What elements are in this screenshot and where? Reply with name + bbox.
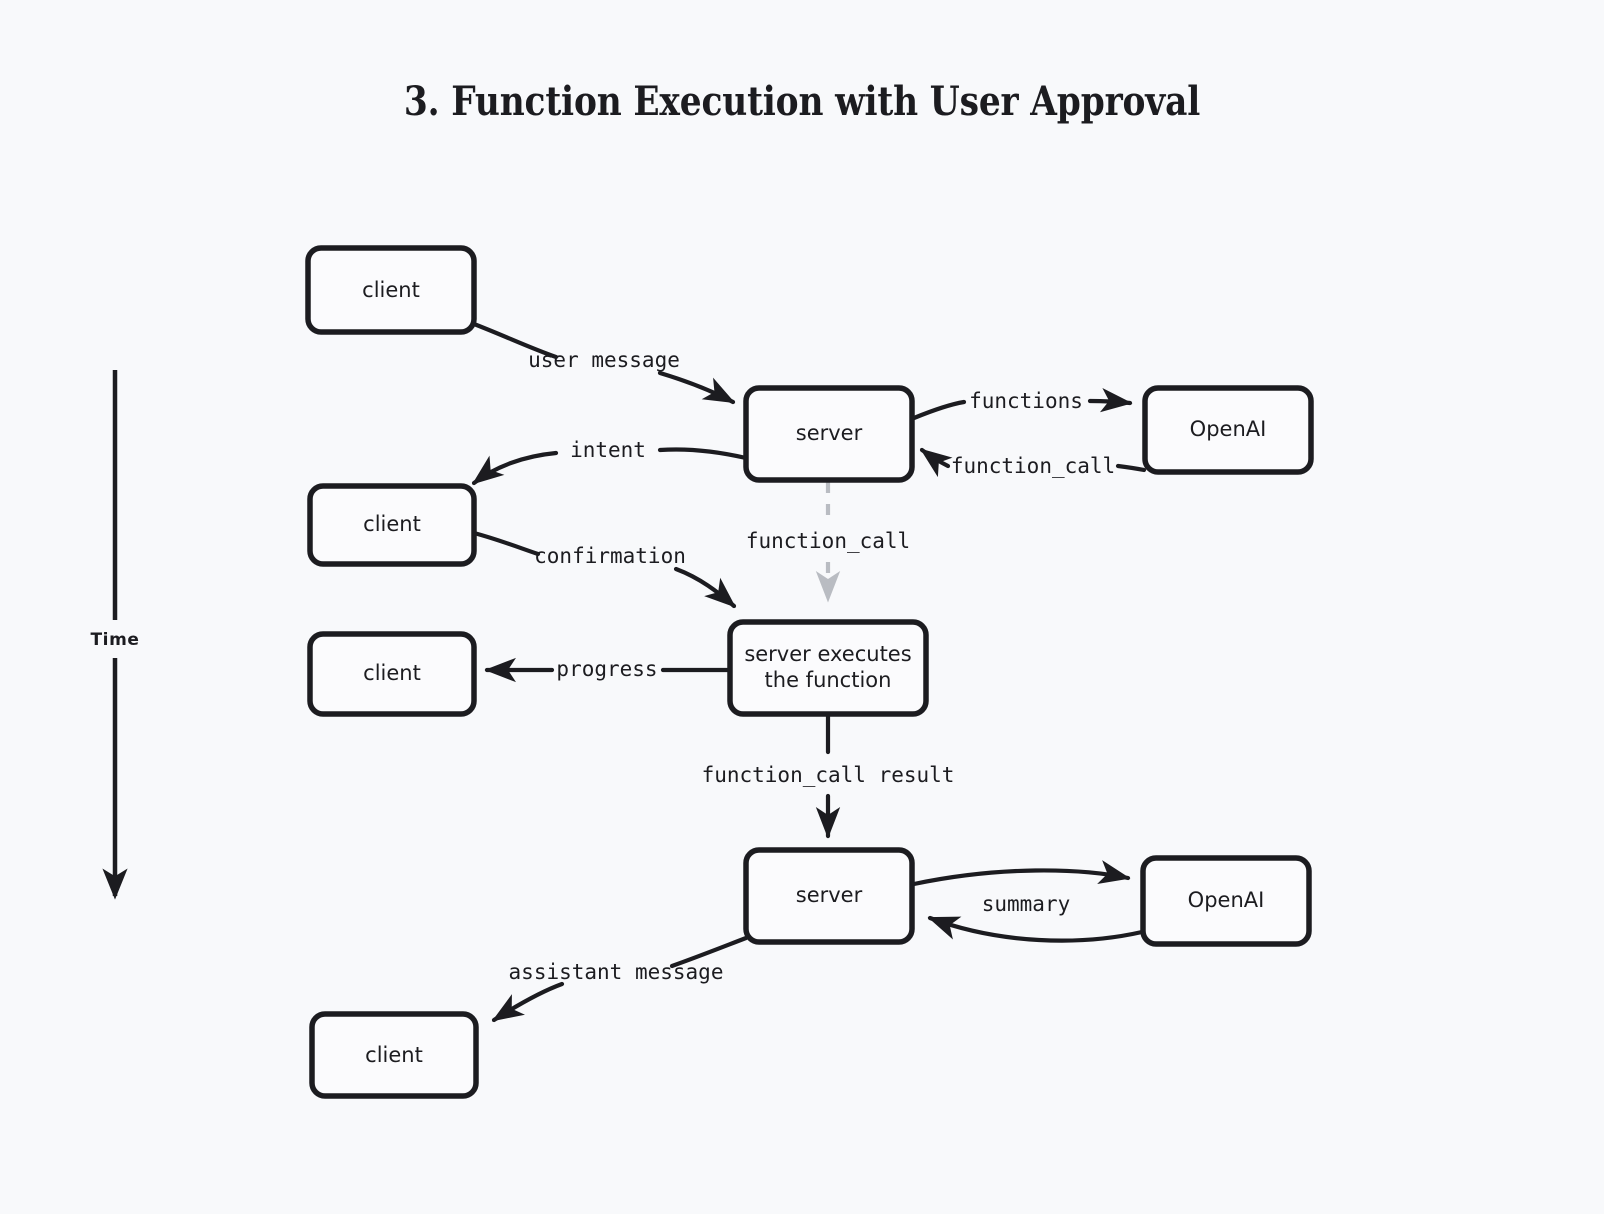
node-server-1-box[interactable]	[743, 385, 915, 483]
edge-summary-in-path	[927, 915, 1145, 943]
edge-label-confirmation: confirmation	[534, 544, 686, 568]
node-client-1-box[interactable]	[305, 245, 477, 335]
edge-confirmation-segment-a	[471, 530, 541, 557]
edge-summary-out-path	[911, 860, 1131, 887]
edge-intent: intent	[471, 438, 749, 486]
node-server-exec-box[interactable]	[727, 619, 929, 717]
node-client-3[interactable]: client	[307, 631, 477, 717]
edge-label-function-call-dashed: function_call	[746, 529, 910, 553]
edge-label-intent: intent	[570, 438, 646, 462]
edge-intent-segment-b	[471, 450, 559, 486]
node-server-2-label: server	[796, 883, 863, 907]
edge-confirmation: confirmation	[471, 530, 737, 609]
node-client-4-box[interactable]	[309, 1011, 479, 1099]
node-server-exec-label-line1: server executes	[744, 642, 911, 666]
node-server-exec[interactable]: server executes the function	[727, 619, 929, 717]
node-openai-1[interactable]: OpenAI	[1142, 385, 1314, 475]
edge-intent-segment-a	[657, 447, 749, 461]
edge-functions: functions	[911, 387, 1133, 421]
edge-function-call-result: function_call result	[702, 711, 955, 839]
edge-confirmation-segment-b	[673, 566, 737, 609]
time-axis: Time	[90, 370, 139, 900]
edge-label-progress: progress	[556, 657, 657, 681]
node-openai-2-label: OpenAI	[1188, 888, 1265, 912]
node-openai-2[interactable]: OpenAI	[1140, 855, 1312, 947]
edge-function-call: function_call	[919, 447, 1147, 478]
edge-summary-in	[927, 915, 1145, 943]
node-client-4[interactable]: client	[309, 1011, 479, 1099]
edge-user-message-segment-a	[471, 321, 559, 360]
node-server-1-label: server	[796, 421, 863, 445]
edge-functions-segment-b	[1087, 387, 1133, 413]
edge-label-assistant-message: assistant message	[509, 960, 724, 984]
node-client-3-box[interactable]	[307, 631, 477, 717]
node-client-2[interactable]: client	[307, 483, 477, 567]
node-server-2-box[interactable]	[743, 847, 915, 945]
node-client-3-label: client	[363, 661, 421, 685]
edge-label-function-call: function_call	[951, 454, 1115, 478]
node-server-1[interactable]: server	[743, 385, 915, 483]
node-client-2-label: client	[363, 512, 421, 536]
node-client-4-label: client	[365, 1043, 423, 1067]
edge-user-message-segment-b	[657, 370, 736, 405]
node-client-2-box[interactable]	[307, 483, 477, 567]
edge-function-call-dashed: function_call	[746, 482, 910, 603]
node-client-1-label: client	[362, 278, 420, 302]
node-openai-2-box[interactable]	[1140, 855, 1312, 947]
edge-progress: progress	[484, 657, 732, 683]
edge-function-call-segment-a	[1115, 463, 1147, 473]
edge-summary-out: summary	[911, 860, 1131, 916]
node-server-2[interactable]: server	[743, 847, 915, 945]
edge-label-user-message: user message	[528, 348, 680, 372]
time-axis-label: Time	[90, 630, 139, 650]
edge-assistant-message-segment-b	[491, 981, 565, 1023]
node-openai-1-label: OpenAI	[1190, 417, 1267, 441]
edge-label-summary: summary	[982, 892, 1071, 916]
node-openai-1-box[interactable]	[1142, 385, 1314, 475]
edge-label-functions: functions	[969, 389, 1083, 413]
node-client-1[interactable]: client	[305, 245, 477, 335]
edge-functions-segment-a	[911, 399, 967, 421]
edge-function-call-segment-b	[919, 447, 953, 478]
edge-assistant-message: assistant message	[491, 935, 749, 1023]
node-server-exec-label-line2: the function	[765, 668, 892, 692]
edge-assistant-message-segment-a	[669, 935, 749, 969]
edge-user-message: user message	[471, 321, 736, 405]
edge-label-function-call-result: function_call result	[702, 763, 955, 787]
page-title: 3. Function Execution with User Approval	[403, 78, 1201, 125]
